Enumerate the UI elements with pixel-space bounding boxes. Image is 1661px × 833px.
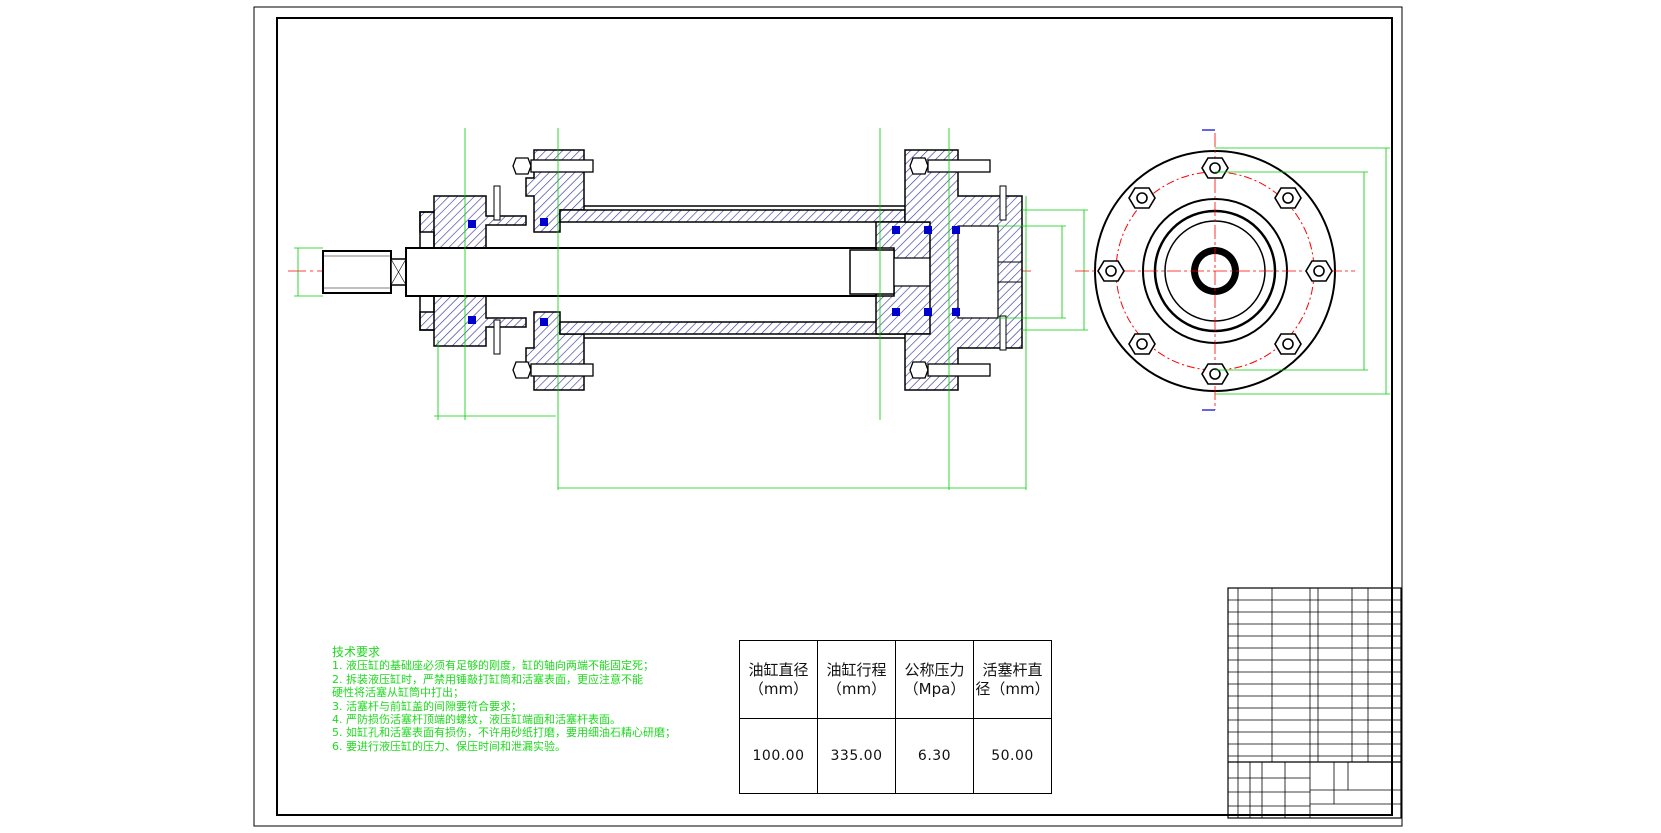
- piston-nut: [849, 249, 895, 295]
- cylinder-section-view: [288, 149, 1035, 391]
- cylinder-barrel-top: [559, 209, 906, 223]
- note-line: 1. 液压缸的基础座必须有足够的刚度，缸的轴向两端不能固定死；: [332, 659, 654, 673]
- spec-value-rod-diameter: 50.00: [973, 718, 1052, 794]
- outer-border: [253, 6, 1403, 827]
- spec-header-nominal-pressure: 公称压力（Mpa）: [895, 640, 974, 719]
- notes-title: 技术要求: [332, 645, 381, 659]
- spec-value-stroke: 335.00: [817, 718, 896, 794]
- note-line: 5. 如缸孔和活塞表面有损伤，不许用砂纸打磨，要用细油石精心研磨；: [332, 726, 676, 740]
- inner-border: [276, 17, 1393, 816]
- note-line: 4. 严防损伤活塞杆顶端的螺纹，液压缸端面和活塞杆表面。: [332, 713, 621, 727]
- cylinder-end-view: [1075, 129, 1390, 411]
- spec-header-rod-diameter: 活塞杆直径（mm）: [973, 640, 1052, 719]
- technical-requirements: 技术要求 1. 液压缸的基础座必须有足够的刚度，缸的轴向两端不能固定死； 2. …: [332, 645, 676, 753]
- piston-rod: [405, 247, 877, 297]
- rod-end-thread: [322, 250, 392, 294]
- spec-value-cylinder-diameter: 100.00: [739, 718, 818, 794]
- cylinder-barrel-bottom: [559, 321, 906, 335]
- spec-header-stroke: 油缸行程（mm）: [817, 640, 896, 719]
- note-line: 6. 要进行液压缸的压力、保压时间和泄漏实验。: [332, 739, 566, 753]
- specification-table: 油缸直径（mm） 油缸行程（mm） 公称压力（Mpa） 活塞杆直径（mm） 10…: [739, 640, 1052, 794]
- note-line: 硬性将活塞从缸筒中打出；: [332, 686, 464, 700]
- note-line: 3. 活塞杆与前缸盖的间隙要符合要求；: [332, 699, 522, 713]
- spec-header-cylinder-diameter: 油缸直径（mm）: [739, 640, 818, 719]
- note-line: 2. 拆装液压缸时，严禁用锤敲打缸筒和活塞表面，更应注意不能: [332, 672, 643, 686]
- seal-ring: [468, 220, 476, 228]
- dimension-lines: [294, 128, 1088, 490]
- title-block: [1227, 587, 1402, 819]
- spec-value-nominal-pressure: 6.30: [895, 718, 974, 794]
- flange-bolt: [512, 157, 991, 379]
